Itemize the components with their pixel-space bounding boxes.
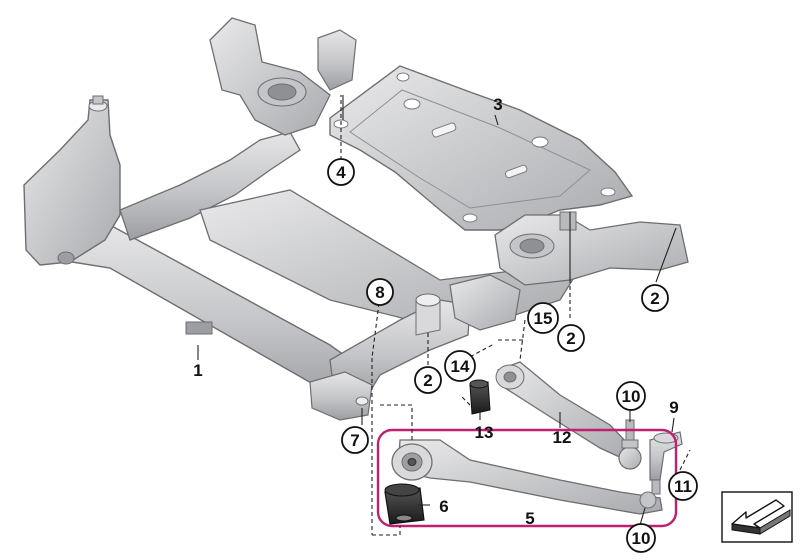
svg-text:6: 6 — [439, 497, 448, 516]
svg-text:9: 9 — [669, 398, 678, 417]
direction-arrow-icon — [721, 491, 793, 543]
part-label-9: 9 — [669, 398, 678, 417]
svg-text:1: 1 — [193, 361, 202, 380]
svg-text:2: 2 — [423, 371, 432, 390]
part-label-11: 11 — [668, 471, 698, 501]
svg-text:7: 7 — [350, 431, 359, 450]
part-label-10b: 10 — [626, 523, 656, 553]
part-label-2b: 2 — [557, 324, 585, 352]
part-label-10a: 10 — [616, 381, 646, 411]
part-label-5: 5 — [525, 509, 534, 528]
part-labels: 1 2 2 2 3 4 5 6 7 — [193, 95, 698, 553]
svg-text:14: 14 — [451, 357, 470, 376]
part-label-2a: 2 — [641, 284, 669, 312]
svg-text:3: 3 — [493, 95, 502, 114]
svg-text:10: 10 — [632, 529, 651, 548]
part-label-6: 6 — [439, 497, 448, 516]
svg-text:4: 4 — [336, 163, 346, 182]
upper-control-arm — [469, 361, 633, 461]
part-label-13: 13 — [475, 423, 494, 442]
svg-text:13: 13 — [475, 423, 494, 442]
front-subframe — [23, 17, 689, 421]
part-label-1: 1 — [193, 361, 202, 380]
ball-joint-upper — [618, 419, 642, 470]
lower-control-arm — [391, 439, 663, 515]
svg-text:2: 2 — [566, 329, 575, 348]
svg-text:10: 10 — [622, 387, 641, 406]
part-label-7: 7 — [341, 426, 369, 454]
part-label-14: 14 — [444, 350, 476, 382]
part-label-12: 12 — [553, 428, 572, 447]
reinforcement-plate — [329, 65, 634, 231]
bushing — [384, 483, 425, 525]
svg-text:15: 15 — [534, 309, 553, 328]
svg-text:5: 5 — [525, 509, 534, 528]
part-label-15: 15 — [527, 302, 559, 334]
part-label-2c: 2 — [414, 366, 442, 394]
svg-text:8: 8 — [375, 283, 384, 302]
part-label-4: 4 — [327, 158, 355, 186]
svg-text:2: 2 — [650, 289, 659, 308]
leader-lines — [197, 95, 691, 536]
svg-text:11: 11 — [674, 477, 692, 496]
part-label-8: 8 — [366, 278, 394, 306]
svg-text:12: 12 — [553, 428, 572, 447]
part-label-3: 3 — [493, 95, 502, 114]
